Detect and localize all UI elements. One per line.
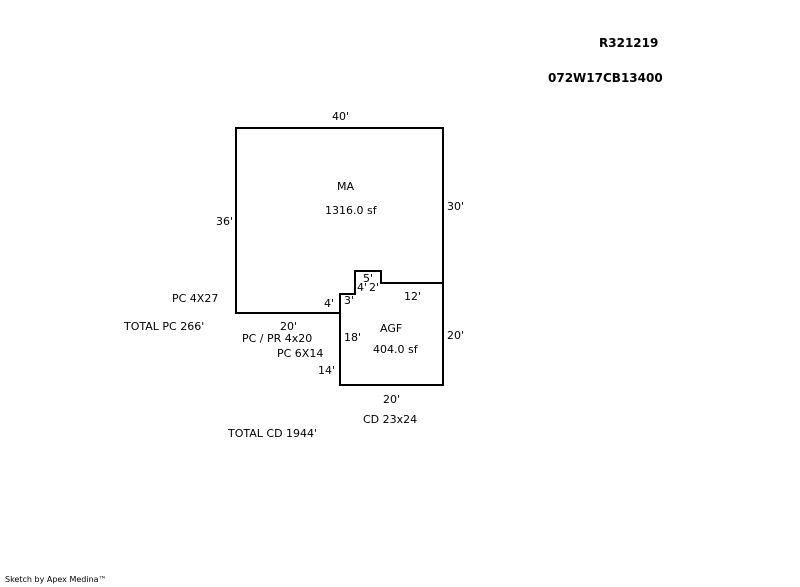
dim-step-2: 2' [369,281,380,294]
agf-outline [339,283,444,386]
dim-agf-bottom: 20' [383,393,401,406]
dim-step-3: 3' [344,294,355,307]
ma-outline [235,127,444,314]
dim-ma-right: 30' [447,200,465,213]
ma-area: 1316.0 sf [325,204,377,217]
agf-label: AGF [380,322,403,335]
note-total-cd: TOTAL CD 1944' [228,427,318,440]
dim-agf-left: 18' [344,331,362,344]
note-total-pc: TOTAL PC 266' [124,320,205,333]
ma-label: MA [337,180,355,193]
dim-step-4a: 4' [324,297,335,310]
agf-area: 404.0 sf [373,343,418,356]
parcel-id: 072W17CB13400 [548,71,663,85]
note-pc-6x14: PC 6X14 [277,347,324,360]
dim-step-4b: 4' [357,281,368,294]
note-pc-4x27: PC 4X27 [172,292,219,305]
footer-credit: Sketch by Apex Medina™ [5,575,107,584]
record-id: R321219 [599,36,659,50]
note-pc-pr: PC / PR 4x20 [242,332,313,345]
dim-ma-left: 36' [216,215,234,228]
note-cd: CD 23x24 [363,413,418,426]
dim-ma-top: 40' [332,110,350,123]
dim-agf-right: 20' [447,329,465,342]
dim-agf-top: 12' [404,290,422,303]
dim-step-5: 5' [363,272,374,285]
dim-ma-bottom: 20' [280,320,298,333]
dim-agf-14: 14' [318,364,336,377]
